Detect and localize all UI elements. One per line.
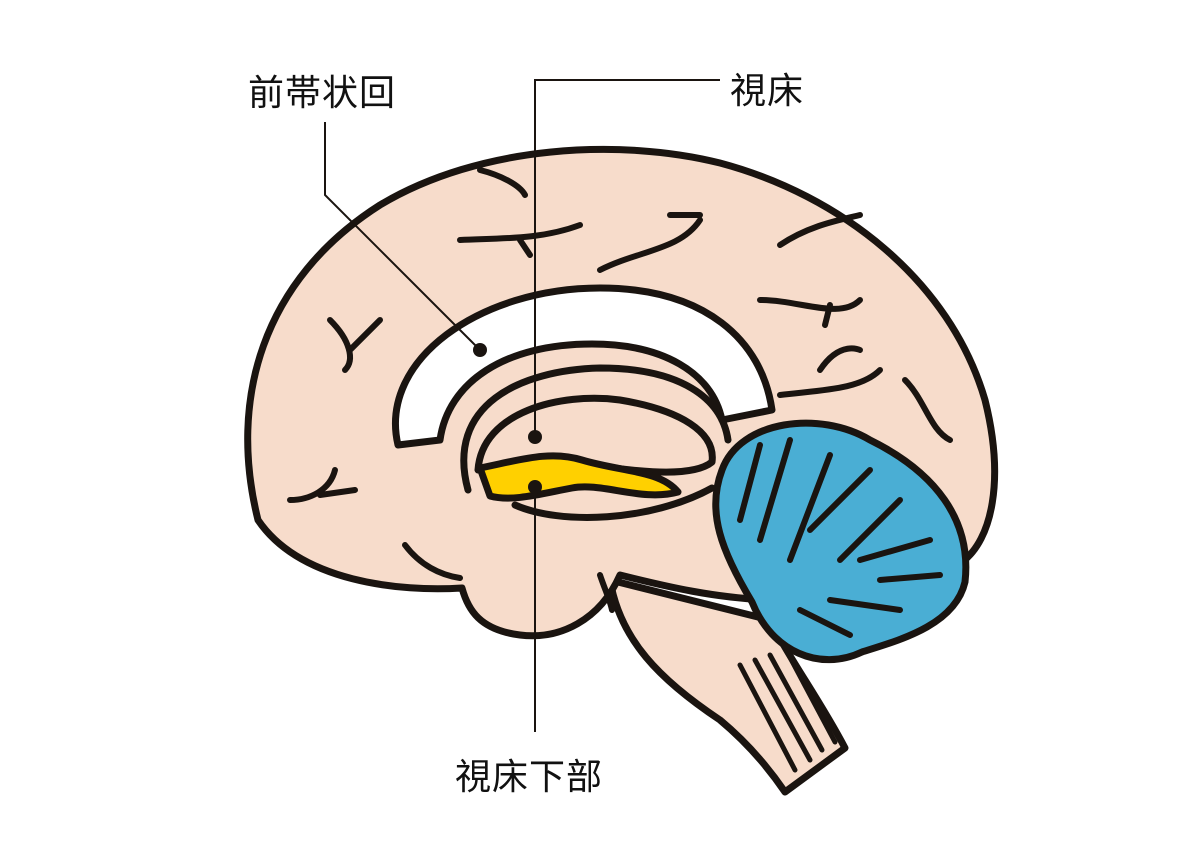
label-anterior-cingulate: 前帯状回	[248, 73, 397, 114]
cerebellum-folia	[737, 437, 943, 638]
marker-dot-anterior-cingulate	[473, 343, 487, 357]
label-thalamus: 視床	[730, 71, 805, 112]
leader-line-thalamus	[534, 79, 720, 437]
fornix-arc	[460, 364, 732, 494]
marker-dot-hypothalamus	[528, 480, 542, 494]
anterior-cingulate-gyrus	[392, 284, 776, 449]
leader-line-anterior-cingulate	[324, 122, 481, 351]
sulci	[287, 167, 953, 613]
label-hypothalamus: 視床下部	[455, 757, 604, 798]
marker-dot-thalamus	[528, 430, 542, 444]
brainstem-stripes	[737, 645, 838, 773]
lower-arc	[511, 484, 716, 521]
